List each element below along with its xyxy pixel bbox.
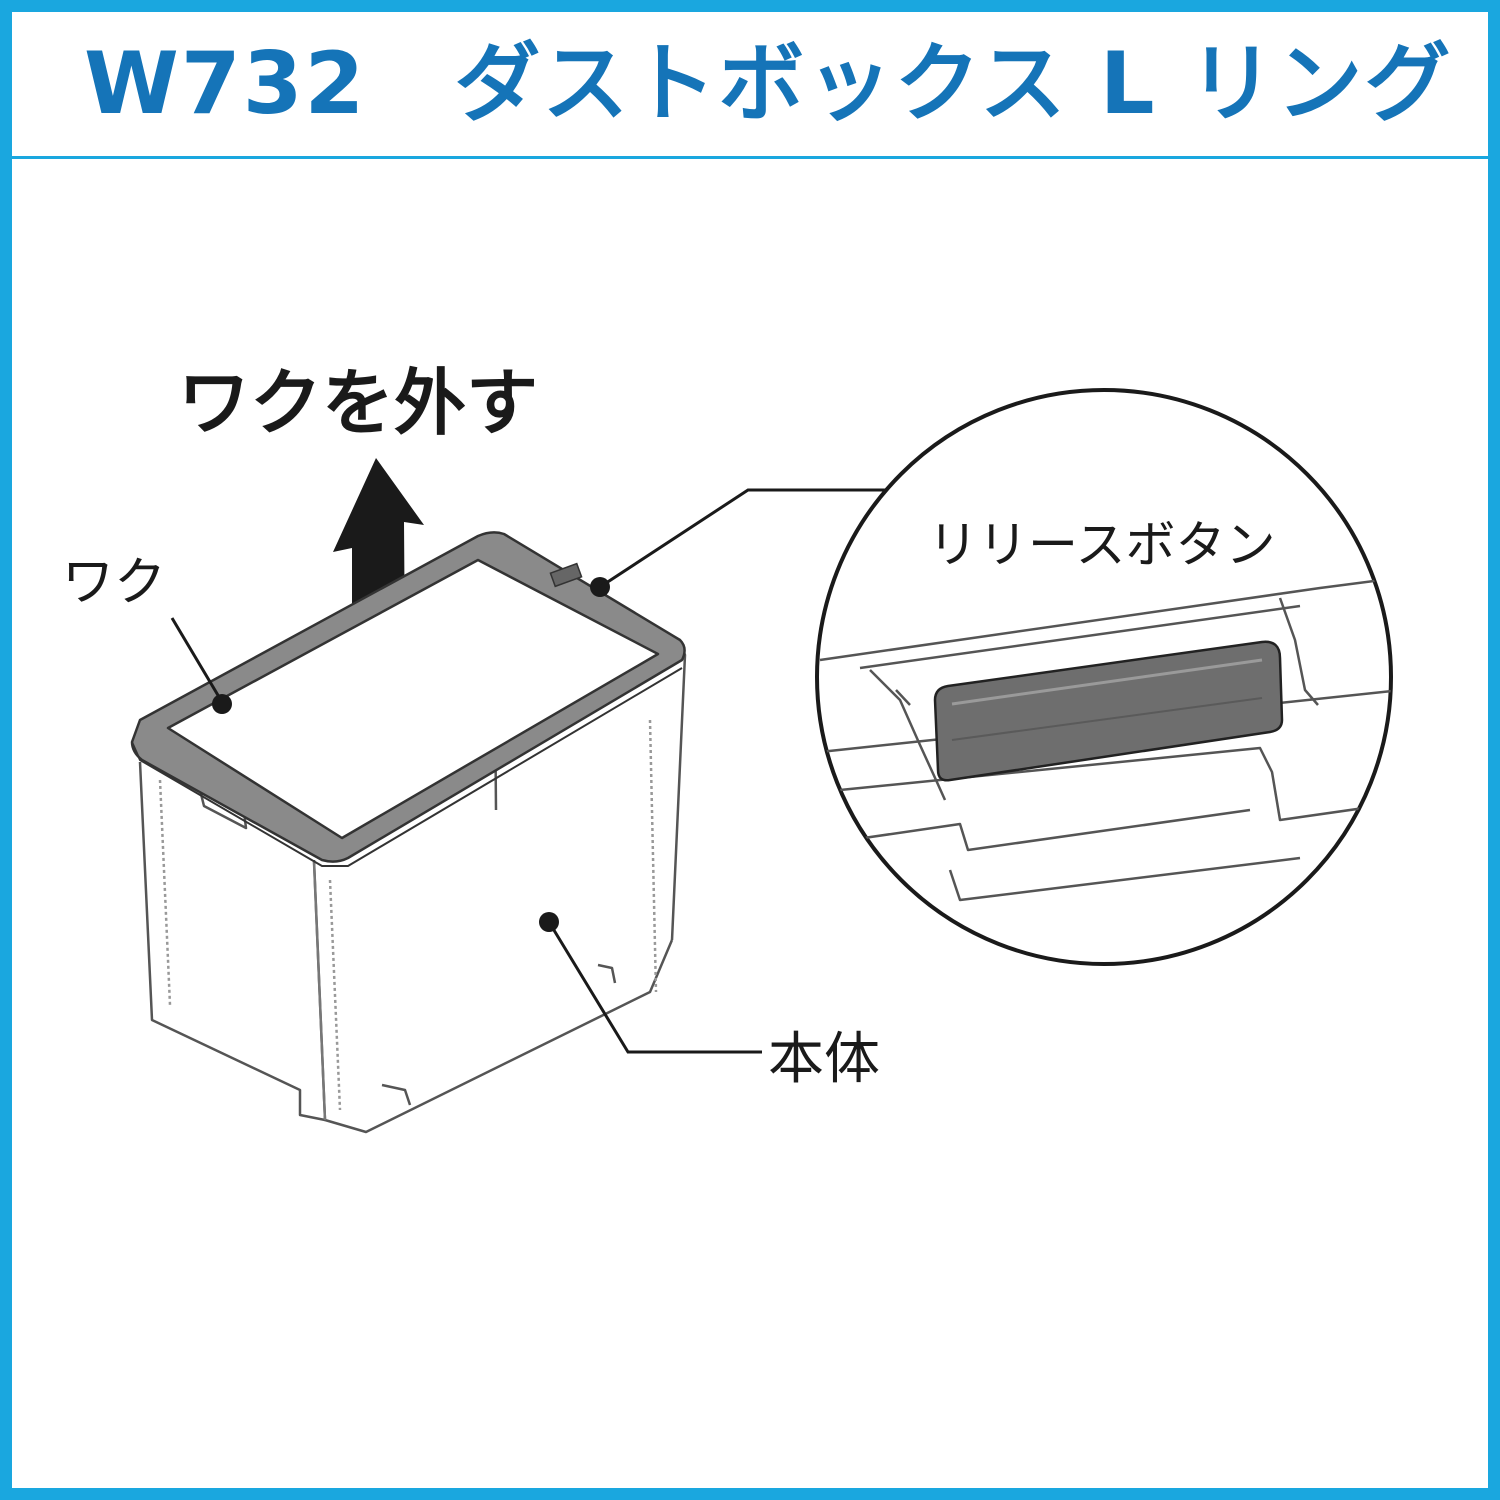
- release-button-label: リリースボタン: [928, 516, 1276, 574]
- frame-label: ワク: [62, 553, 166, 613]
- magnified-callout: [815, 388, 1393, 966]
- frame-ring: [130, 531, 686, 867]
- frame-leader: [170, 617, 232, 714]
- body-leader: [539, 912, 762, 1054]
- instruction-label: ワクを外す: [178, 361, 538, 445]
- body-label: 本体: [768, 1027, 880, 1092]
- page-title: W732 ダストボックス L リング: [84, 34, 1453, 134]
- header-divider: [12, 156, 1488, 159]
- release-button-icon: [933, 640, 1284, 782]
- callout-leader: [590, 488, 890, 597]
- header: W732 ダストボックス L リング: [12, 12, 1488, 158]
